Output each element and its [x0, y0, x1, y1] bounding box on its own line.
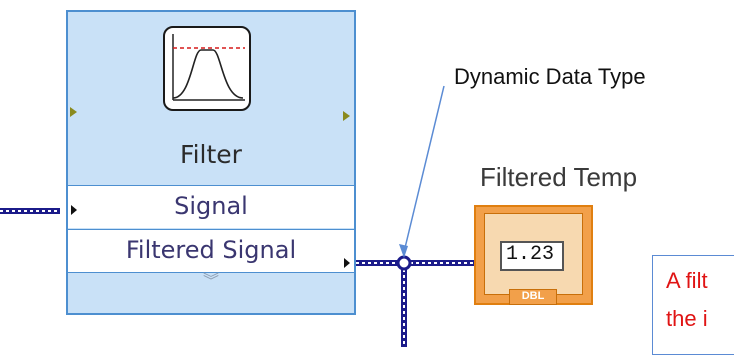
annotation-pointer: [403, 85, 445, 253]
wire-junction[interactable]: [396, 255, 412, 271]
left-terminal-arrow: [70, 107, 77, 117]
data-type-tag: DBL: [509, 289, 557, 305]
indicator-value: 1.23: [506, 243, 555, 266]
chevron-double-down-icon[interactable]: ︾: [203, 271, 220, 290]
terminal-row-filtered-signal[interactable]: Filtered Signal: [68, 229, 354, 272]
indicator-label[interactable]: Filtered Temp: [480, 162, 638, 192]
filtered-signal-output-arrow: [344, 258, 350, 268]
terminal-label-filtered-signal: Filtered Signal: [125, 236, 297, 264]
terminal-row-signal[interactable]: Signal: [68, 185, 354, 228]
note-textbox[interactable]: [652, 255, 734, 355]
signal-input-arrow: [71, 205, 77, 215]
note-line-2: the i: [666, 306, 708, 331]
annotation-arrowhead: [399, 244, 408, 258]
right-terminal-arrow: [343, 111, 350, 121]
expand-terminals-row[interactable]: [68, 272, 354, 304]
annotation-label: Dynamic Data Type: [454, 64, 646, 89]
note-line-1: A filt: [666, 268, 708, 293]
indicator-display: [500, 241, 564, 271]
bandpass-filter-icon[interactable]: [163, 26, 251, 111]
vi-title: Filter: [180, 140, 242, 169]
filter-icon-graphic: [172, 34, 245, 101]
terminal-label-signal: Signal: [174, 192, 248, 220]
